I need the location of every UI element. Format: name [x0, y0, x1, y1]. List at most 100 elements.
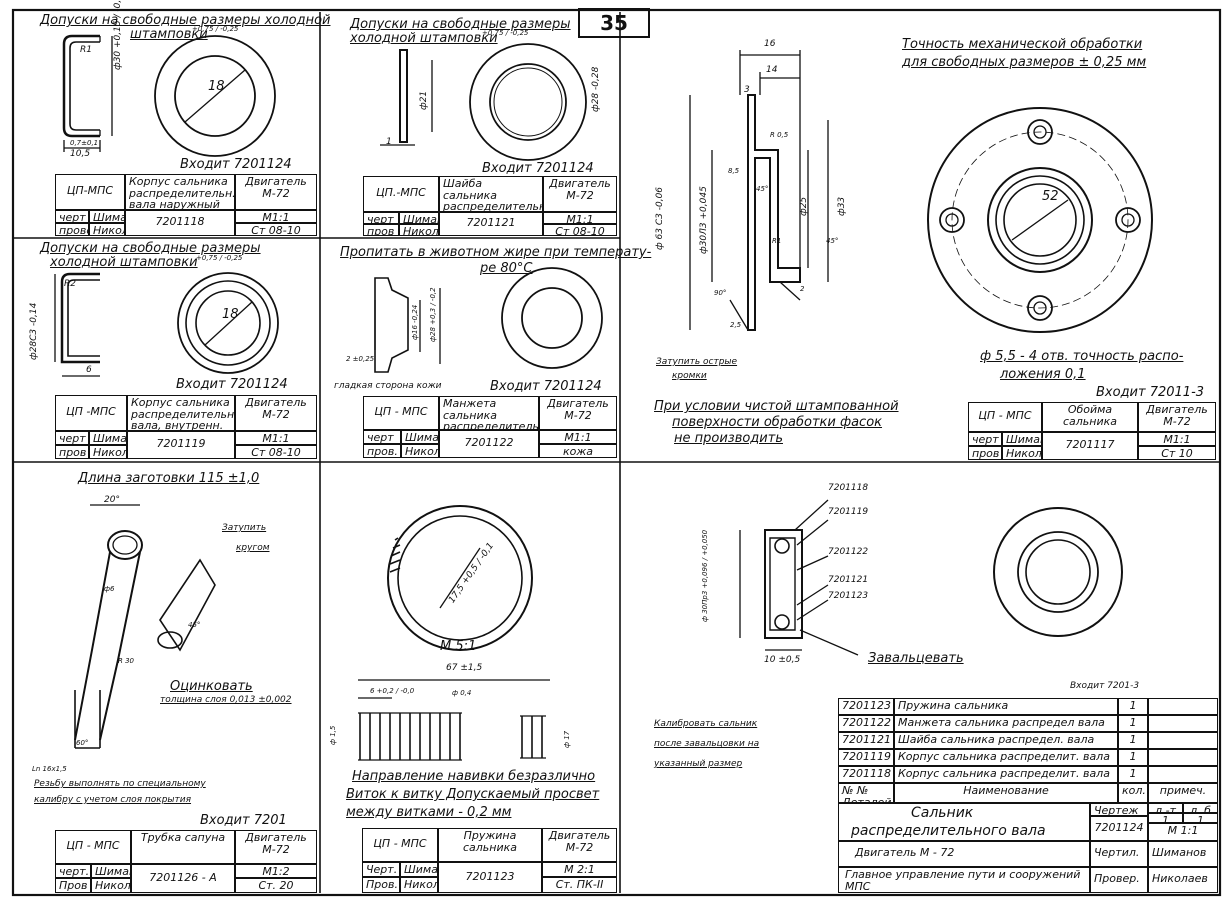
p5-dim-2: 2	[800, 285, 805, 293]
p7-thread-note: Резьбу выполнять по специальному	[34, 779, 206, 789]
p9-parts-list: 7201123 Пружина сальника 1 7201122 Манже…	[838, 698, 1218, 893]
p8-direction-2: Виток к витку Допускаемый просвет	[346, 787, 600, 802]
p4-section	[374, 277, 441, 373]
p6-ref: Входит 72011-3	[1096, 385, 1205, 400]
p5-blunt-note: Затупить острые	[656, 357, 738, 367]
p5-condition-3: не производить	[674, 431, 783, 446]
p4-front-view	[501, 267, 603, 369]
p4-dim-16: ф16 -0,24	[411, 304, 419, 340]
p9-callout-4: 7201121	[828, 575, 869, 585]
p2-dim-1: 1	[386, 137, 392, 147]
p8-scale: М 5:1	[440, 639, 477, 654]
p9-callout-2: 7201119	[828, 507, 869, 517]
p8-direction-3: между витками - 0,2 мм	[346, 805, 512, 820]
p9-calibrate-3: указанный размер	[654, 759, 743, 769]
p3-dim-18: 18	[222, 307, 239, 322]
p3-title-block: ЦП -МПС Корпус сальника распределительн.…	[55, 395, 317, 459]
p6-dim-52: 52	[1042, 189, 1059, 204]
p7-zinc-2: толщина слоя 0,013 ±0,002	[160, 695, 292, 705]
p6-accuracy-2: для свободных размеров ± 0,25 мм	[902, 55, 1147, 70]
p9-assembly-name-2: распределительного вала	[851, 823, 1046, 839]
p7-angle-20: 20°	[104, 495, 120, 505]
p1-dim-30: ф30 +0,15 / -0,25	[113, 0, 123, 70]
p2-section	[380, 49, 433, 146]
p8-title-block: ЦП - МПС Пружина сальника Двигатель М-72…	[362, 828, 617, 893]
p6-title-block: ЦП - МПС Обойма сальника Двигатель М-72 …	[968, 402, 1216, 460]
p2-front-view	[469, 43, 587, 161]
p5-condition-2: поверхности обработки фасок	[672, 415, 883, 430]
p9-callout-5: 7201123	[828, 591, 869, 601]
p1-ref: Входит 7201124	[180, 157, 292, 172]
p4-note-2: ре 80°С	[480, 261, 533, 276]
p9-calibrate: Калибровать сальник	[654, 719, 758, 729]
p5-section	[689, 50, 829, 331]
p4-title-block: ЦП - МПС Манжета сальника распределитель…	[363, 396, 617, 458]
p1-note: Допуски на свободные размеры холодной	[40, 13, 331, 28]
p9-organization: Главное управление пути и сооружений МПС	[838, 867, 1090, 893]
p5-dim-16: 16	[764, 39, 776, 49]
p7-thread: Ln 16x1,5	[32, 765, 67, 773]
p5-condition-1: При условии чистой штампованной	[654, 399, 899, 414]
p9-assembly-section	[739, 499, 859, 656]
p4-side-note: гладкая сторона кожи	[334, 381, 442, 391]
p7-part-number: 7201126 - А	[131, 864, 235, 893]
p3-dim-6: 6	[86, 365, 92, 375]
p9-dim-10: 10 ±0,5	[764, 655, 801, 665]
p1-section	[62, 34, 113, 152]
p1-tolerance: +0,75 / -0,25	[192, 25, 239, 33]
p6-holes-2: ложения 0,1	[1000, 367, 1086, 382]
p5-dim-14: 14	[766, 65, 778, 75]
p2-dim-21: ф21	[419, 90, 429, 110]
p1-dim-10-5: 10,5	[70, 149, 91, 159]
p7-dim-6: ф6	[104, 585, 115, 593]
p2-note-2: холодной штамповки	[350, 31, 498, 46]
p5-angle-90: 90°	[714, 289, 727, 297]
p8-part-number: 7201123	[438, 862, 542, 893]
p1-dim-18: 18	[208, 79, 225, 94]
p3-note-2: холодной штамповки	[50, 255, 198, 270]
p8-spring-coil	[358, 679, 550, 761]
p3-radius: R2	[64, 279, 76, 289]
p6-holes: ф 5,5 - 4 отв. точность распо-	[980, 349, 1184, 364]
p2-part-number: 7201121	[439, 212, 543, 236]
p9-assembly-name: Сальник	[911, 805, 974, 821]
p3-dim-28: ф28C3 -0,14	[29, 302, 39, 360]
p7-title-block: ЦП - МПС Трубка сапуна Двигатель М-72 че…	[55, 830, 317, 893]
p7-blunt: Затупить	[222, 523, 267, 533]
p7-thread-note-2: калибру с учетом слоя покрытия	[34, 795, 192, 805]
p1-title-block: ЦП-МПС Корпус сальника распределительн. …	[55, 174, 317, 236]
p5-dim-30: ф30Л3 +0,045	[699, 186, 709, 254]
p2-tolerance: +0,75 / -0,25	[482, 29, 529, 37]
p1-note-2: штамповки	[130, 27, 208, 42]
p6-part-number: 7201117	[1042, 432, 1138, 460]
p8-dim-1-5: ф 1,5	[329, 725, 337, 745]
p1-dim-0-7: 0,7±0,1	[70, 139, 99, 147]
p7-tube	[74, 504, 216, 749]
p7-blank-length: Длина заготовки 115 ±1,0	[78, 471, 260, 486]
p8-dim-0-4: ф 0,4	[452, 689, 472, 697]
p3-section	[54, 272, 100, 377]
p3-front-view	[177, 272, 279, 374]
p5-r1: R1	[772, 237, 782, 245]
p6-front-view	[927, 107, 1153, 333]
p7-zinc: Оцинковать	[170, 679, 253, 694]
p7-blunt-2: кругом	[236, 543, 270, 553]
p6-accuracy: Точность механической обработки	[902, 37, 1143, 52]
p2-title-block: ЦП.-МПС Шайба сальника распределительн. …	[363, 176, 617, 236]
p5-blunt-note-2: кромки	[672, 371, 707, 381]
p7-r30: R 30	[118, 657, 134, 665]
p5-angle-45: 45°	[756, 185, 769, 193]
p5-dim-25: ф25	[799, 196, 809, 216]
p3-note: Допуски на свободные размеры	[40, 241, 261, 256]
p7-ref: Входит 7201	[200, 813, 287, 828]
p5-angle-45b: 45°	[826, 237, 839, 245]
p2-dim-28: ф28 -0,28	[591, 66, 601, 112]
p9-callout-3: 7201122	[828, 547, 869, 557]
p3-ref: Входит 7201124	[176, 377, 288, 392]
p4-dim-2: 2 ±0,25	[346, 355, 375, 363]
p5-dim-8-5: 8,5	[728, 167, 740, 175]
p2-note: Допуски на свободные размеры	[350, 17, 571, 32]
p9-engine: Двигатель М - 72	[838, 841, 1090, 867]
p7-angle-60: 60°	[76, 739, 89, 747]
